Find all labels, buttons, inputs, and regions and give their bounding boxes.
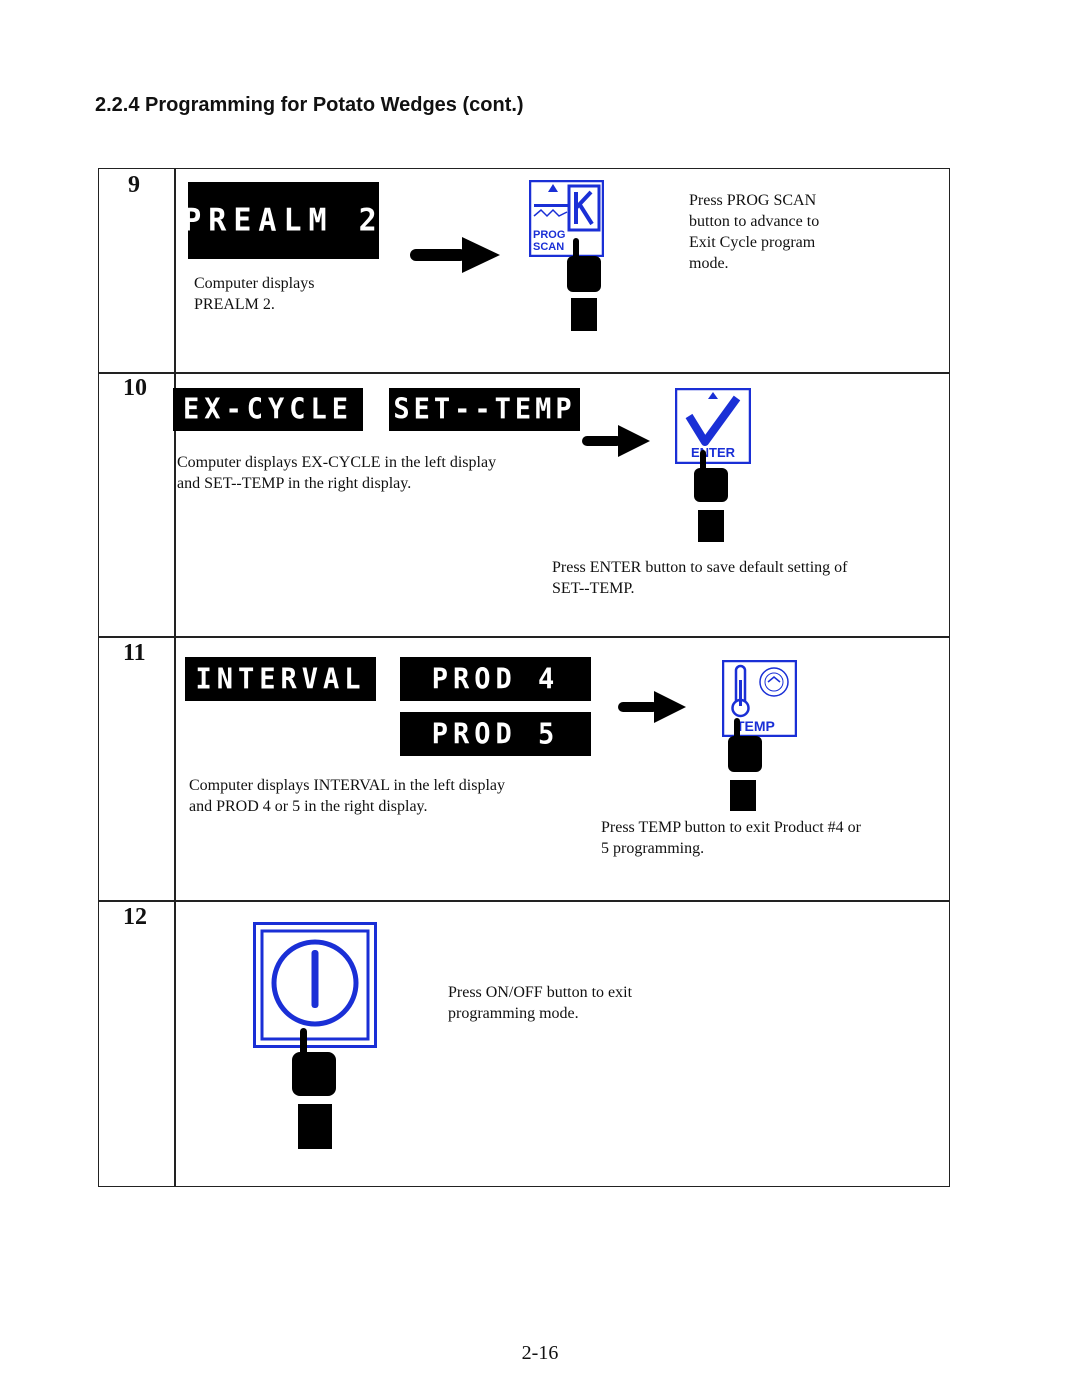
lcd-display-prod-5: PROD 5	[400, 712, 591, 756]
enter-button[interactable]: ENTER	[674, 387, 752, 465]
temp-label: TEMP	[736, 718, 775, 734]
arrow-right-icon	[618, 691, 686, 723]
step-number-12: 12	[123, 904, 147, 930]
step-10-caption: Computer displays EX-CYCLE in the left d…	[177, 454, 497, 492]
step-number-11: 11	[123, 640, 146, 666]
page-number: 2-16	[521, 1342, 559, 1364]
lcd-display-set-temp: SET--TEMP	[389, 388, 580, 431]
column-divider	[174, 168, 176, 1187]
lcd-display-prealm: PREALM 2	[183, 182, 379, 259]
pointing-hand-icon	[694, 450, 728, 542]
enter-check-icon	[674, 387, 752, 465]
step-number-10: 10	[123, 375, 147, 401]
pointing-hand-icon	[728, 718, 762, 811]
page-heading: 2.2.4 Programming for Potato Wedges (con…	[95, 94, 524, 116]
lcd-display-ex-cycle: EX-CYCLE	[173, 388, 363, 431]
arrow-right-icon	[410, 237, 500, 273]
row-divider	[98, 372, 950, 374]
power-icon	[253, 922, 377, 1048]
row-divider	[98, 636, 950, 638]
lcd-display-interval: INTERVAL	[185, 657, 376, 701]
lcd-display-prod-4: PROD 4	[400, 657, 591, 701]
step-number-9: 9	[128, 172, 140, 198]
arrow-right-icon	[582, 425, 650, 457]
thermometer-icon	[721, 659, 798, 738]
step-10-instruction: Press ENTER button to save default setti…	[552, 559, 848, 597]
on-off-button[interactable]	[253, 922, 377, 1048]
temp-button[interactable]: TEMP	[721, 659, 798, 738]
step-11-caption: Computer displays INTERVAL in the left d…	[189, 777, 506, 815]
row-divider	[98, 900, 950, 902]
pointing-hand-icon	[567, 238, 601, 331]
pointing-hand-icon	[292, 1028, 336, 1149]
steps-table	[98, 168, 950, 1187]
prog-scan-icon	[528, 179, 605, 258]
